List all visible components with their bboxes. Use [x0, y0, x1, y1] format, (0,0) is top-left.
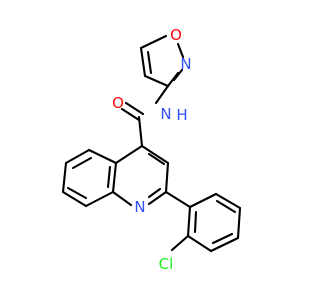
- bond: [139, 34, 168, 50]
- chlorine-label: Cl: [159, 255, 174, 273]
- bond: [61, 190, 88, 208]
- bond: [170, 234, 190, 252]
- bond: [186, 234, 213, 253]
- bond: [147, 190, 168, 206]
- isoxazole-nitrogen-label: N: [180, 55, 191, 73]
- bond: [84, 190, 115, 208]
- bond: [211, 232, 234, 245]
- bond: [66, 186, 88, 200]
- bond: [186, 205, 192, 238]
- bond: [193, 210, 198, 234]
- bond: [146, 50, 153, 75]
- bond: [143, 74, 170, 88]
- quinoline-nitrogen-label: N: [134, 198, 145, 216]
- bond: [188, 192, 218, 209]
- molecule-drawing: O N O N H N Cl: [61, 26, 242, 273]
- bond: [124, 101, 145, 116]
- bond: [71, 156, 93, 170]
- bond: [164, 190, 192, 209]
- bond: [111, 190, 133, 207]
- bond: [61, 161, 68, 194]
- bond: [147, 152, 166, 166]
- bond: [236, 206, 242, 240]
- bond: [106, 165, 112, 189]
- bond: [154, 84, 170, 105]
- bond: [166, 71, 180, 88]
- amide-hydrogen-label: H: [176, 106, 187, 124]
- bond: [172, 68, 184, 82]
- bond: [209, 236, 240, 253]
- bond: [137, 115, 144, 148]
- isoxazole-oxygen-label: O: [170, 26, 182, 44]
- bond: [147, 187, 162, 199]
- bond: [87, 148, 118, 165]
- amide-oxygen-label: O: [112, 94, 124, 112]
- bond: [140, 144, 170, 165]
- bond: [139, 46, 147, 78]
- structure-svg: O N O N H N Cl: [61, 26, 242, 273]
- bond: [164, 161, 170, 194]
- bond: [214, 192, 242, 210]
- bond: [64, 148, 91, 165]
- bond: [176, 42, 185, 59]
- bond: [111, 161, 118, 194]
- bond: [215, 199, 237, 214]
- bond: [120, 107, 141, 122]
- amide-nitrogen-label: N: [160, 105, 171, 123]
- bond: [114, 144, 144, 165]
